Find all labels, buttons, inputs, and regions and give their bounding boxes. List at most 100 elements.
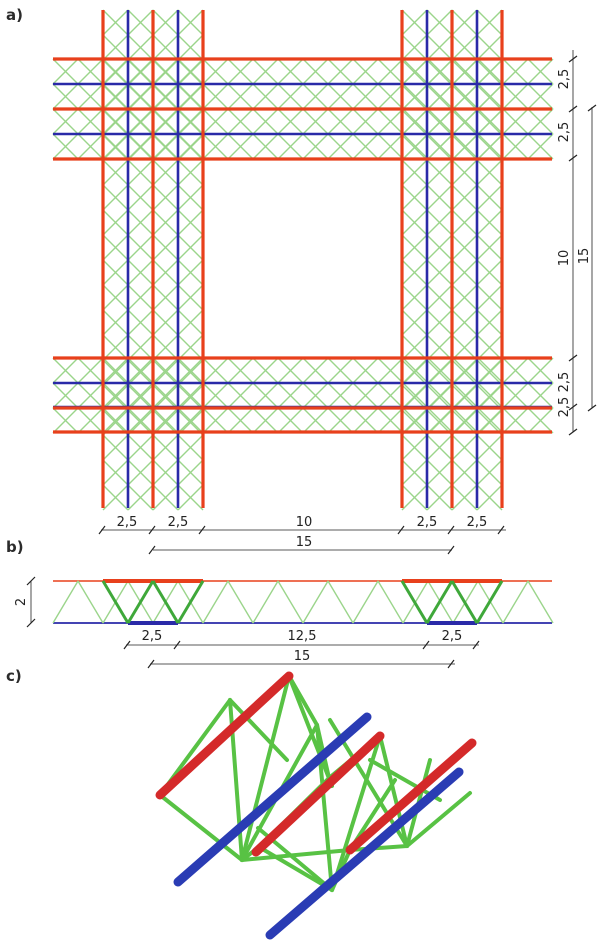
lattice-diagonal bbox=[152, 309, 179, 336]
lattice-diagonal bbox=[426, 184, 453, 211]
lattice-diagonal bbox=[102, 234, 129, 261]
section-light-diagonal bbox=[527, 580, 554, 624]
lattice-diagonal bbox=[527, 108, 554, 135]
lattice-diagonal bbox=[127, 259, 154, 286]
lattice-diagonal bbox=[152, 234, 179, 261]
lattice-diagonal bbox=[202, 108, 229, 135]
section-light-diagonal bbox=[277, 580, 304, 624]
lattice-diagonal bbox=[401, 34, 428, 61]
lattice-diagonal bbox=[302, 407, 329, 434]
lattice-diagonal bbox=[427, 133, 454, 160]
lattice-diagonal bbox=[152, 434, 179, 461]
panel-label-c: c) bbox=[6, 667, 22, 685]
lattice-diagonal bbox=[277, 108, 304, 135]
lattice-diagonal bbox=[402, 108, 429, 135]
lattice-diagonal bbox=[502, 382, 529, 409]
lattice-diagonal bbox=[152, 357, 179, 384]
dim-section-1: 2,5 bbox=[142, 629, 163, 644]
lattice-diagonal bbox=[152, 209, 179, 236]
lattice-diagonal bbox=[451, 34, 478, 61]
lattice-diagonal bbox=[177, 108, 204, 135]
lattice-diagonal bbox=[401, 159, 428, 186]
lattice-diagonal bbox=[127, 84, 154, 111]
lattice-diagonal bbox=[426, 234, 453, 261]
lattice-diagonal bbox=[152, 84, 179, 111]
lattice-diagonal bbox=[152, 359, 179, 386]
lattice-diagonal bbox=[426, 359, 453, 386]
panel-label-a: a) bbox=[6, 6, 23, 24]
lattice-diagonal bbox=[102, 58, 129, 85]
lattice-diagonal bbox=[502, 133, 529, 160]
lattice-diagonal bbox=[102, 284, 129, 311]
lattice-diagonal bbox=[152, 58, 179, 85]
lattice-diagonal bbox=[252, 108, 279, 135]
lattice-diagonal bbox=[377, 382, 404, 409]
plan-view: 2,5 2,5 10 15 2,5 2,5 2,5 2,5 10 2,5 2,5… bbox=[52, 9, 597, 555]
lattice-diagonal bbox=[426, 34, 453, 61]
lattice-diagonal bbox=[102, 434, 129, 461]
lattice-diagonal bbox=[127, 34, 154, 61]
lattice-diagonal bbox=[427, 407, 454, 434]
lattice-diagonal bbox=[252, 382, 279, 409]
lattice-diagonal bbox=[401, 209, 428, 236]
lattice-diagonal bbox=[52, 58, 79, 85]
lattice-diagonal bbox=[451, 359, 478, 386]
lattice-diagonal bbox=[127, 9, 154, 36]
lattice-diagonal bbox=[451, 309, 478, 336]
lattice-diagonal bbox=[227, 357, 254, 384]
lattice-diagonal bbox=[127, 159, 154, 186]
lattice-diagonal bbox=[102, 259, 129, 286]
lattice-diagonal bbox=[252, 133, 279, 160]
lattice-diagonal bbox=[102, 84, 129, 111]
lattice-diagonal bbox=[402, 382, 429, 409]
dim-plan-right-10: 10 bbox=[557, 250, 572, 267]
section-light-diagonal bbox=[227, 580, 254, 624]
lattice-diagonal bbox=[476, 159, 503, 186]
lattice-diagonal bbox=[302, 133, 329, 160]
dim-plan-right-2: 2,5 bbox=[557, 122, 572, 143]
lattice-diagonal bbox=[152, 484, 179, 511]
section-light-diagonals bbox=[52, 580, 554, 624]
lattice-diagonal bbox=[401, 359, 428, 386]
lattice-diagonal bbox=[451, 184, 478, 211]
lattice-diagonal bbox=[401, 184, 428, 211]
lattice-diagonal bbox=[402, 83, 429, 110]
lattice-diagonal bbox=[451, 259, 478, 286]
lattice-diagonal bbox=[227, 382, 254, 409]
lattice-diagonal bbox=[127, 108, 154, 135]
lattice-diagonal bbox=[102, 382, 129, 409]
lattice-diagonal bbox=[252, 407, 279, 434]
dim-plan-right-15: 15 bbox=[577, 248, 592, 265]
lattice-diagonal bbox=[401, 259, 428, 286]
lattice-diagonal bbox=[452, 58, 479, 85]
lattice-diagonal bbox=[452, 83, 479, 110]
lattice-diagonal bbox=[451, 234, 478, 261]
lattice-diagonal bbox=[377, 133, 404, 160]
lattice-diagonal bbox=[277, 407, 304, 434]
iso-bottom-chords bbox=[173, 712, 464, 940]
lattice-diagonal bbox=[52, 108, 79, 135]
lattice-diagonal bbox=[377, 58, 404, 85]
lattice-diagonal bbox=[127, 59, 154, 86]
lattice-diagonal bbox=[302, 382, 329, 409]
lattice-diagonal bbox=[427, 58, 454, 85]
lattice-diagonal bbox=[352, 133, 379, 160]
lattice-diagonal bbox=[77, 357, 104, 384]
dim-plan-right-1: 2,5 bbox=[557, 69, 572, 90]
lattice-diagonal bbox=[52, 83, 79, 110]
lattice-diagonal bbox=[77, 407, 104, 434]
lattice-diagonal bbox=[102, 407, 129, 434]
plan-top-chords bbox=[53, 10, 552, 508]
lattice-diagonal bbox=[476, 184, 503, 211]
lattice-diagonal bbox=[152, 34, 179, 61]
plan-right-dimensions: 2,5 2,5 10 15 2,5 2,5 bbox=[557, 50, 597, 436]
lattice-diagonal bbox=[502, 407, 529, 434]
lattice-diagonal bbox=[426, 459, 453, 486]
lattice-diagonal bbox=[202, 133, 229, 160]
lattice-diagonal bbox=[102, 184, 129, 211]
lattice-diagonal bbox=[127, 357, 154, 384]
section-light-diagonal bbox=[202, 580, 229, 624]
lattice-diagonal bbox=[177, 134, 204, 161]
lattice-diagonal bbox=[102, 334, 129, 361]
lattice-diagonal bbox=[477, 407, 504, 434]
